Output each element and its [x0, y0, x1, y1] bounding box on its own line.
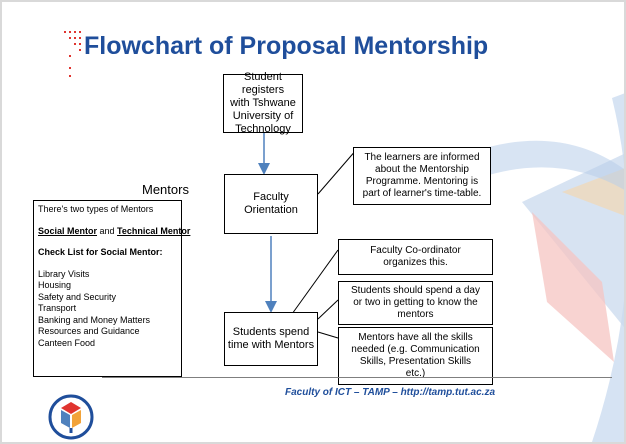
- note-informed: The learners are informed about the Ment…: [353, 147, 491, 205]
- checklist-item: Library Visits: [38, 268, 90, 279]
- footer-text: Faculty of ICT – TAMP – http://tamp.tut.…: [285, 387, 496, 398]
- checklist-title: Check List for Social Mentor:: [38, 247, 163, 258]
- flow-box-register: Student registers with Tshwane Universit…: [223, 71, 303, 135]
- flow-box-spend: Students spend time with Mentors: [224, 312, 318, 366]
- checklist-item: Transport: [38, 303, 77, 314]
- tut-logo-icon: [48, 394, 94, 440]
- line-to-informed: [317, 148, 358, 195]
- line-to-coordinator: [291, 249, 339, 315]
- page-title: Flowchart of Proposal Mentorship: [84, 32, 489, 60]
- checklist-item: Resources and Guidance: [38, 326, 140, 337]
- footer-divider: [102, 377, 612, 378]
- mentors-heading: Mentors: [142, 182, 189, 197]
- checklist-item: Housing: [38, 280, 72, 291]
- flow-box-orientation: Faculty Orientation: [224, 174, 318, 234]
- line-to-skills: [317, 331, 339, 339]
- mentors-intro: There's two types of Mentors: [38, 204, 154, 214]
- checklist-item: Banking and Money Matters: [38, 314, 151, 325]
- note-know-mentors: Students should spend a day or two in ge…: [338, 281, 493, 325]
- line-to-know: [317, 299, 339, 320]
- note-skills: Mentors have all the skills needed (e.g.…: [338, 327, 493, 385]
- mentors-panel: There's two types of Mentors Social Ment…: [33, 200, 191, 377]
- note-coordinator: Faculty Co-ordinator organizes this.: [338, 239, 493, 275]
- mentor-types: Social Mentor and Technical Mentor: [38, 225, 191, 236]
- checklist-item: Safety and Security: [38, 291, 117, 302]
- checklist-item: Canteen Food: [38, 337, 96, 348]
